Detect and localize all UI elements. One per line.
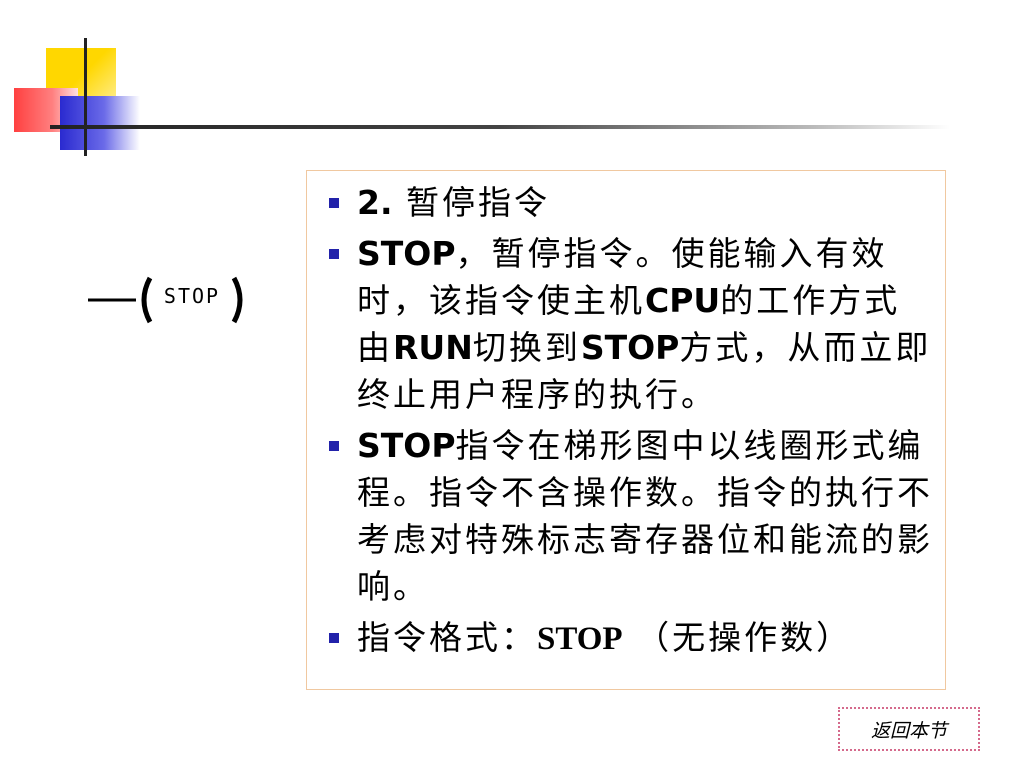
header-decoration xyxy=(0,0,1024,170)
text-run: STOP xyxy=(580,328,680,367)
text-run: 指令格式： xyxy=(357,618,537,657)
text-run: STOP xyxy=(357,426,456,465)
bullet-square-icon xyxy=(329,441,339,451)
text-run: 切换到 xyxy=(472,328,581,367)
stop-coil-symbol: STOP xyxy=(88,276,243,324)
blue-square xyxy=(60,96,140,150)
text-run: 方式，从而立即终止用户程序的执行。 xyxy=(357,328,932,414)
coil-label: STOP xyxy=(164,284,220,308)
section-title: 暂停指令 xyxy=(392,183,550,222)
bullet-square-icon xyxy=(329,633,339,643)
text-run: STOP xyxy=(537,621,623,657)
bullet-square-icon xyxy=(329,249,339,259)
bullet-list: 2. 暂停指令 STOP，暂停指令。使能输入有效时，该指令使主机CPU的工作方式… xyxy=(307,171,945,663)
text-run: 的工作方式由 xyxy=(357,281,901,367)
text-run: RUN xyxy=(393,328,473,367)
bullet-item-format: 指令格式：STOP （无操作数） xyxy=(319,614,935,663)
instruction-text-box: 2. 暂停指令 STOP，暂停指令。使能输入有效时，该指令使主机CPU的工作方式… xyxy=(306,170,946,690)
text-run: ，暂停指令。使能输入有效时，该指令使主机 xyxy=(357,234,888,320)
bullet-item-title: 2. 暂停指令 xyxy=(319,179,935,226)
return-to-section-button[interactable]: 返回本节 xyxy=(838,707,980,751)
bullet-item-ladder: STOP指令在梯形图中以线圈形式编程。指令不含操作数。指令的执行不考虑对特殊标志… xyxy=(319,422,935,610)
coil-right-paren xyxy=(231,276,243,324)
text-run: 指令在梯形图中以线圈形式编程。指令不含操作数。指令的执行不考虑对特殊标志寄存器位… xyxy=(357,426,933,606)
vertical-rule xyxy=(84,38,87,156)
bullet-square-icon xyxy=(329,198,339,208)
text-run: CPU xyxy=(645,281,721,320)
text-run: STOP xyxy=(357,234,456,273)
text-run: （无操作数） xyxy=(622,618,853,657)
bullet-item-description: STOP，暂停指令。使能输入有效时，该指令使主机CPU的工作方式由RUN切换到S… xyxy=(319,230,935,418)
coil-left-paren xyxy=(141,276,153,324)
section-number: 2. xyxy=(357,183,393,222)
horizontal-rule xyxy=(50,125,950,129)
